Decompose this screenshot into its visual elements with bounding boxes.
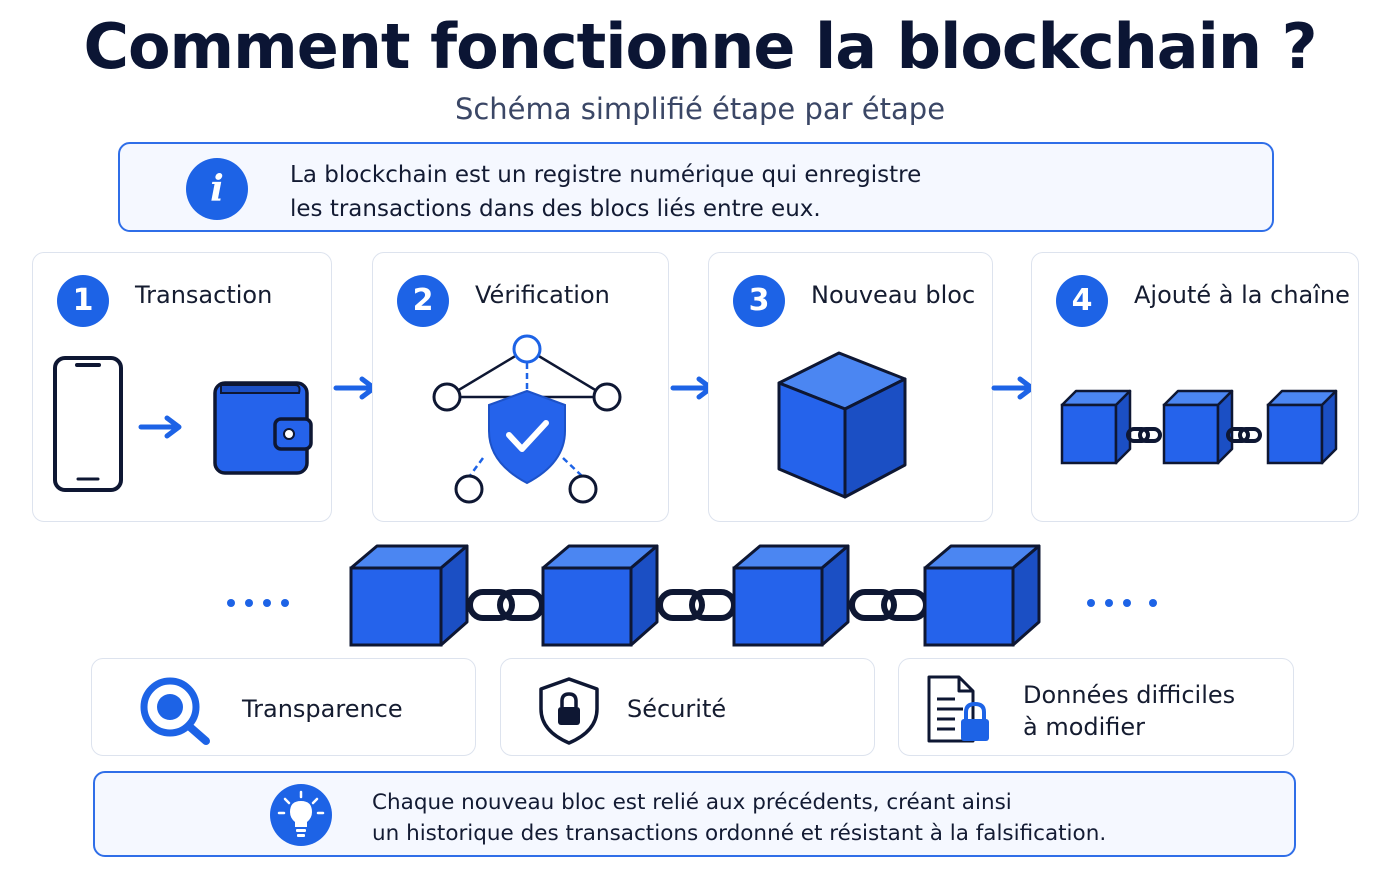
step-transaction: 1 Transaction bbox=[32, 252, 332, 522]
wallet-icon bbox=[213, 381, 313, 475]
chain-link-icon bbox=[467, 589, 929, 621]
conclusion-line-1: Chaque nouveau bloc est relié aux précéd… bbox=[372, 790, 1012, 815]
info-icon: i bbox=[186, 158, 248, 220]
step-verification: 2 Vérification bbox=[372, 252, 669, 522]
intro-line-2: les transactions dans des blocs liés ent… bbox=[290, 196, 821, 222]
feature-transparency: Transparence bbox=[91, 658, 476, 756]
step-title: Vérification bbox=[475, 281, 610, 309]
feature-immutable-data: Données difficiles à modifier bbox=[898, 658, 1294, 756]
feature-security: Sécurité bbox=[500, 658, 875, 756]
arrow-step2-step3 bbox=[671, 388, 711, 408]
chain-block-2 bbox=[541, 544, 659, 647]
chained-blocks-icon bbox=[1060, 389, 1338, 465]
step-title: Ajouté à la chaîne bbox=[1134, 281, 1350, 309]
chain-block-3 bbox=[732, 544, 850, 647]
chain-block-1 bbox=[349, 544, 469, 647]
step-number: 2 bbox=[397, 275, 449, 327]
feature-label: Données difficiles à modifier bbox=[1023, 679, 1235, 743]
conclusion-box: Chaque nouveau bloc est relié aux précéd… bbox=[93, 771, 1296, 857]
step-number: 1 bbox=[57, 275, 109, 327]
intro-line-1: La blockchain est un registre numérique … bbox=[290, 162, 922, 188]
step-title: Nouveau bloc bbox=[811, 281, 976, 309]
network-shield-icon bbox=[432, 334, 622, 504]
intro-box: i La blockchain est un registre numériqu… bbox=[118, 142, 1274, 232]
conclusion-line-2: un historique des transactions ordonné e… bbox=[372, 821, 1107, 846]
feature-label-line-1: Données difficiles bbox=[1023, 681, 1236, 709]
blockchain-row bbox=[227, 544, 1157, 647]
step-new-block: 3 Nouveau bloc bbox=[708, 252, 993, 522]
conclusion-text: Chaque nouveau bloc est relié aux précéd… bbox=[372, 787, 1106, 849]
arrow-right-icon bbox=[141, 418, 179, 436]
arrow-step3-step4 bbox=[994, 388, 1034, 408]
cube-icon bbox=[777, 351, 907, 499]
feature-label: Sécurité bbox=[627, 695, 727, 723]
page-title: Comment fonctionne la blockchain ? bbox=[83, 10, 1317, 83]
ellipsis-left bbox=[227, 599, 289, 607]
feature-label: Transparence bbox=[242, 695, 403, 723]
page-subtitle: Schéma simplifié étape par étape bbox=[454, 92, 946, 126]
arrow-step1-step2 bbox=[334, 388, 374, 408]
feature-label-line-2: à modifier bbox=[1023, 713, 1146, 741]
step-number: 4 bbox=[1056, 275, 1108, 327]
magnifier-icon bbox=[140, 677, 210, 745]
ellipsis-right bbox=[1087, 599, 1157, 607]
smartphone-icon bbox=[53, 356, 123, 492]
chain-block-4 bbox=[923, 544, 1041, 647]
lightbulb-icon bbox=[270, 784, 332, 846]
intro-text: La blockchain est un registre numérique … bbox=[290, 158, 921, 226]
step-title: Transaction bbox=[135, 281, 273, 309]
locked-document-icon bbox=[927, 675, 989, 743]
step-number: 3 bbox=[733, 275, 785, 327]
shield-lock-icon bbox=[539, 677, 599, 745]
step-added-to-chain: 4 Ajouté à la chaîne bbox=[1031, 252, 1359, 522]
